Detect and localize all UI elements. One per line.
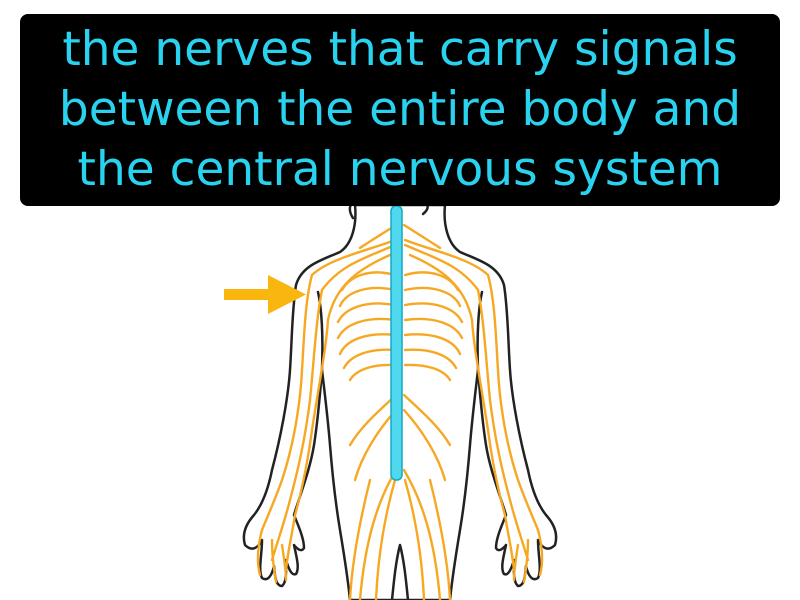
definition-caption: the nerves that carry signals between th… bbox=[20, 14, 780, 206]
spinal-cord bbox=[390, 205, 403, 481]
peripheral-nerves bbox=[256, 223, 544, 600]
caption-line-1: the nerves that carry signals bbox=[62, 22, 738, 77]
caption-line-3: the central nervous system bbox=[77, 142, 723, 197]
caption-line-2: between the entire body and bbox=[58, 82, 742, 137]
arrow-right-icon bbox=[224, 275, 306, 314]
